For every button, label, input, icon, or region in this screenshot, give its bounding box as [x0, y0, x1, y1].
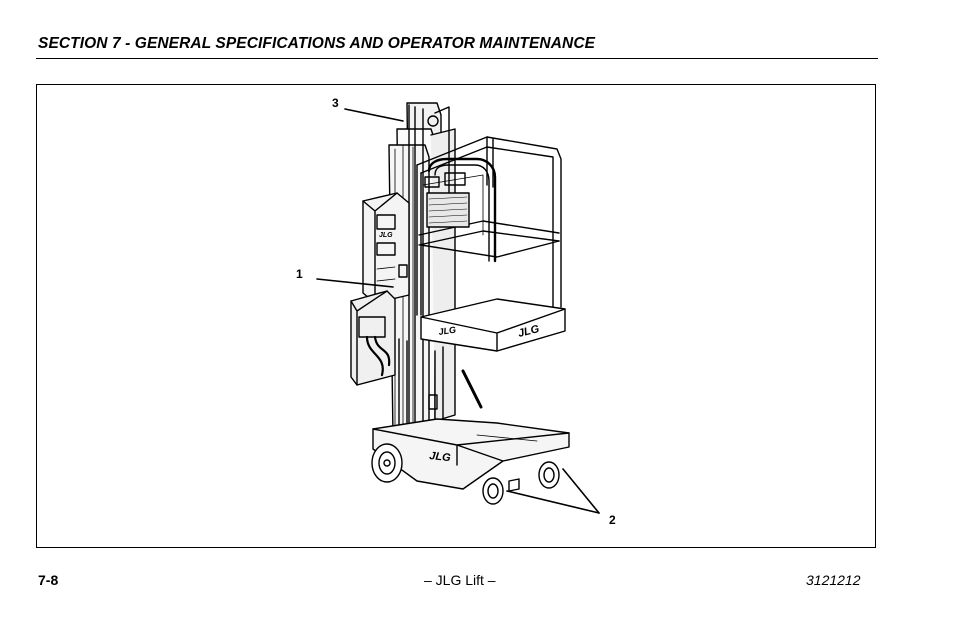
lift-illustration: JLG [316, 102, 600, 514]
wheels [371, 443, 560, 505]
callout-3: 3 [332, 96, 339, 110]
platform-deck: JLG JLG [420, 298, 566, 352]
platform-logo-right: JLG [517, 323, 541, 340]
footer-center-text: – JLG Lift – [424, 572, 496, 588]
control-box: JLG [362, 192, 410, 304]
platform-guardrail [416, 136, 562, 316]
header-rule [36, 58, 878, 59]
chassis-logo: JLG [429, 450, 452, 464]
document-number: 3121212 [806, 572, 861, 588]
callout-2: 2 [609, 513, 616, 527]
control-box-logo: JLG [379, 232, 393, 239]
figure-frame: JLG [36, 84, 876, 548]
page-number: 7-8 [38, 572, 59, 588]
section-title: SECTION 7 - GENERAL SPECIFICATIONS AND O… [38, 35, 596, 52]
platform-control-panel [424, 172, 470, 228]
platform-logo-left: JLG [438, 325, 457, 337]
lower-mast [398, 338, 483, 436]
chassis: JLG [372, 418, 570, 490]
callout-1: 1 [296, 267, 303, 281]
leader-lines [316, 108, 600, 514]
battery-charger [350, 290, 396, 386]
